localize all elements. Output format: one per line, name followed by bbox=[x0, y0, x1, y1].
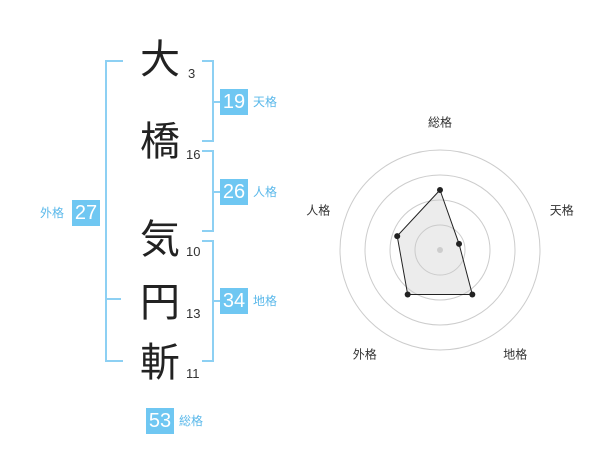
gaikaku-inner-tick bbox=[105, 298, 121, 300]
gaikaku-value-badge: 27 bbox=[72, 200, 100, 226]
stroke-count-4: 13 bbox=[186, 306, 201, 321]
soukaku-label: 総格 bbox=[179, 414, 204, 428]
radar-series-polygon bbox=[396, 189, 473, 295]
radar-ring bbox=[339, 149, 541, 351]
chikaku-label: 地格 bbox=[253, 294, 278, 308]
radar-center bbox=[437, 247, 443, 253]
stroke-count-3: 10 bbox=[186, 244, 201, 259]
chikaku-value-badge: 34 bbox=[220, 288, 248, 314]
gaikaku-bracket bbox=[105, 60, 123, 362]
jinkaku-connector bbox=[212, 191, 220, 193]
gaikaku-label: 外格 bbox=[40, 206, 65, 220]
radar-axis-label-5: 人格 bbox=[306, 203, 331, 218]
radar-point-2 bbox=[456, 240, 463, 247]
name-char-2: 橋 bbox=[140, 119, 180, 165]
radar-point-3 bbox=[469, 291, 476, 298]
radar-axis-label-3: 地格 bbox=[503, 347, 528, 362]
radar-ring bbox=[364, 174, 516, 326]
stroke-count-2: 16 bbox=[186, 147, 201, 162]
tenkaku-label: 天格 bbox=[253, 95, 278, 109]
radar-point-1 bbox=[437, 187, 443, 193]
stroke-count-5: 11 bbox=[186, 366, 200, 381]
radar-point-5 bbox=[394, 233, 401, 240]
jinkaku-label: 人格 bbox=[253, 185, 278, 199]
chikaku-connector bbox=[212, 300, 220, 302]
name-char-1: 大 bbox=[140, 37, 180, 83]
soukaku-value-badge: 53 bbox=[146, 408, 174, 434]
tenkaku-connector bbox=[212, 101, 220, 103]
name-char-5: 斬 bbox=[140, 340, 180, 386]
name-char-4: 円 bbox=[140, 280, 180, 326]
radar-ring bbox=[389, 199, 491, 301]
radar-point-4 bbox=[404, 291, 411, 298]
tenkaku-value-badge: 19 bbox=[220, 89, 248, 115]
radar-axis-label-1: 総格 bbox=[427, 115, 453, 130]
jinkaku-value-badge: 26 bbox=[220, 179, 248, 205]
radar-axis-label-2: 天格 bbox=[549, 203, 574, 218]
radar-axis-label-4: 外格 bbox=[352, 347, 377, 362]
stroke-count-1: 3 bbox=[188, 66, 196, 81]
name-char-3: 気 bbox=[140, 217, 180, 263]
radar-ring bbox=[414, 224, 466, 276]
